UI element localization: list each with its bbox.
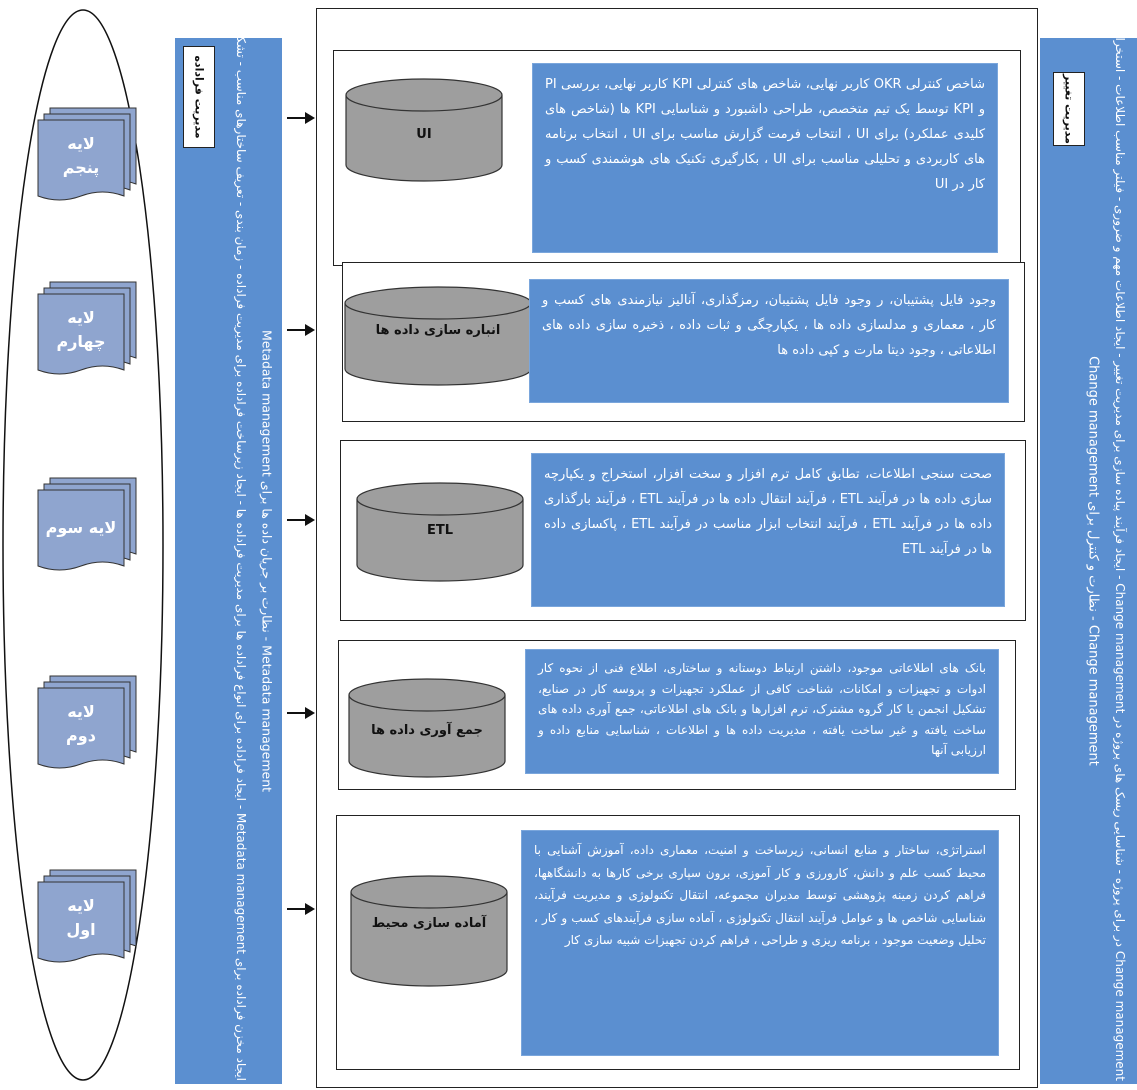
section-ui: UI شاخص کنترلی OKR کاربر نهایی، شاخص های…	[333, 50, 1021, 266]
section-prepare: آماده سازی محیط استراتژی، ساختار و منابع…	[336, 815, 1020, 1070]
layer-stack-4	[37, 675, 137, 769]
layer-label-line1: لایه	[67, 702, 95, 721]
cylinder-prepare	[350, 875, 508, 987]
section-warehouse: انباره سازی داده ها وجود فایل پشتیبان، ر…	[342, 262, 1025, 422]
layer-stack-5	[37, 869, 137, 963]
section-etl-description: صحت سنجی اطلاعات، تطابق کامل ترم افزار و…	[531, 453, 1005, 607]
section-collection: جمع آوری داده ها بانک های اطلاعاتی موجود…	[338, 640, 1016, 790]
metadata-line-2: Metadata management - نظارت بر جریان داد…	[259, 329, 275, 793]
section-prepare-description: استراتژی، ساختار و منابع انسانی، زیرساخت…	[521, 830, 999, 1056]
layer-label-5: لایه اول	[38, 894, 124, 942]
layer-label-line1: لایه سوم	[45, 518, 117, 537]
cylinder-collection	[348, 678, 506, 778]
section-collection-description: بانک های اطلاعاتی موجود، داشتن ارتباط دو…	[525, 649, 999, 774]
change-box-label: مدیریت تغییر	[1062, 74, 1076, 144]
cylinder-ui	[345, 78, 503, 182]
change-line-1: Change management در برای پروژه - شناسای…	[1113, 0, 1127, 1081]
cylinder-warehouse-label: انباره سازی داده ها	[375, 323, 501, 338]
layer-label-4: لایه دوم	[38, 700, 124, 748]
cylinder-etl	[356, 482, 524, 582]
layer-label-line2: چهارم	[56, 332, 106, 351]
layer-label-line1: لایه	[67, 896, 95, 915]
arrow-collect	[287, 707, 315, 719]
layer-label-line2: اول	[66, 920, 96, 939]
arrow-etl	[287, 514, 315, 526]
arrow-ui	[287, 112, 315, 124]
section-ui-description: شاخص کنترلی OKR کاربر نهایی، شاخص های کن…	[532, 63, 998, 253]
layer-label-line2: دوم	[66, 726, 96, 745]
layer-label-line2: پنجم	[62, 158, 100, 177]
arrow-warehouse	[287, 324, 315, 336]
metadata-box: مدیریت فراداده	[183, 46, 215, 148]
layer-label-line1: لایه	[67, 308, 95, 327]
section-etl: ETL صحت سنجی اطلاعات، تطابق کامل ترم افز…	[340, 440, 1026, 621]
change-management-band: مدیریت تغییر Change management در برای پ…	[1040, 0, 1137, 1084]
cylinder-collection-label: جمع آوری داده ها	[371, 723, 483, 738]
cylinder-ui-label: UI	[416, 127, 432, 142]
cylinder-etl-label: ETL	[426, 523, 454, 538]
sections-frame	[316, 8, 1038, 1088]
layer-label-line1: لایه	[67, 134, 95, 153]
layers-ellipse	[2, 9, 164, 1081]
metadata-box-label: مدیریت فراداده	[192, 55, 206, 139]
section-warehouse-description: وجود فایل پشتیبان، ر وجود فایل پشتیبان، …	[529, 279, 1009, 403]
layer-label-2: لایه چهارم	[38, 306, 124, 354]
change-line-2: Change management - نظارت و کنترل برای C…	[1085, 356, 1101, 766]
metadata-management-band: مدیریت فراداده ایجاد مخزن فراداده برای M…	[175, 0, 282, 1084]
layer-stack-1	[37, 107, 137, 201]
metadata-line-1: ایجاد مخزن فراداده برای Metadata managem…	[234, 0, 248, 1081]
layer-label-3: لایه سوم	[38, 516, 124, 540]
arrow-prepare	[287, 903, 315, 915]
layer-stack-2	[37, 281, 137, 375]
layer-stack-3	[37, 477, 137, 571]
layer-label-1: لایه پنجم	[38, 132, 124, 180]
change-box: مدیریت تغییر	[1053, 72, 1085, 146]
cylinder-prepare-label: آماده سازی محیط	[371, 916, 487, 931]
cylinder-warehouse	[344, 286, 532, 386]
